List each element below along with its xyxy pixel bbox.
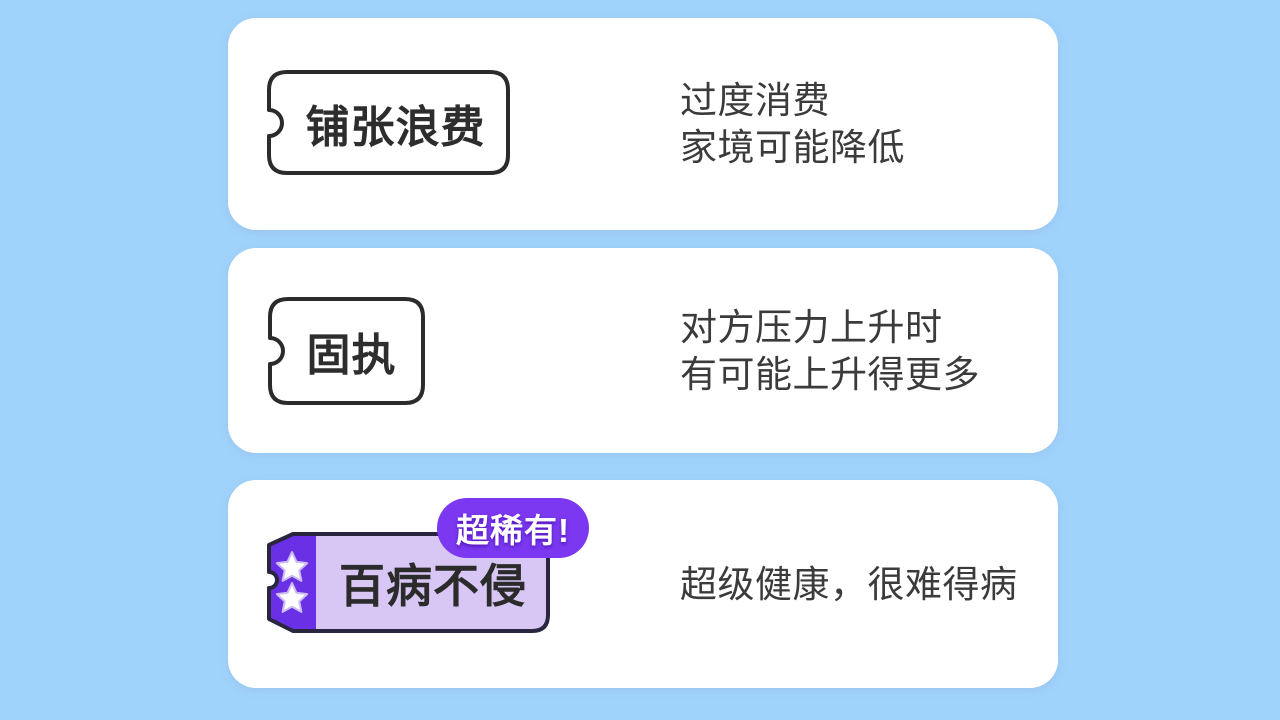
star-icon <box>275 551 309 582</box>
trait-ticket-rare: 百病不侵 <box>267 532 550 633</box>
trait-tag-label: 铺张浪费 <box>305 102 486 152</box>
trait-card-extravagance[interactable]: 铺张浪费 过度消费 家境可能降低 <box>228 18 1058 230</box>
trait-card-immune-to-illness[interactable]: 百病不侵 超稀有! 超级健康，很难得病 <box>228 480 1058 688</box>
description-line: 有可能上升得更多 <box>680 353 980 395</box>
trait-card-stubborn[interactable]: 固执 对方压力上升时 有可能上升得更多 <box>228 248 1058 453</box>
super-rare-badge: 超稀有! <box>437 498 589 558</box>
description-line: 家境可能降低 <box>680 127 905 168</box>
description-line: 超级健康，很难得病 <box>680 563 1018 605</box>
star-icon <box>275 582 309 613</box>
trait-tag-label: 百病不侵 <box>339 559 527 612</box>
trait-ticket: 铺张浪费 <box>267 70 510 175</box>
description-line: 对方压力上升时 <box>680 306 943 348</box>
super-rare-badge-label: 超稀有! <box>456 512 570 549</box>
trait-description: 对方压力上升时 有可能上升得更多 <box>680 248 1038 453</box>
trait-ticket: 固执 <box>268 297 425 405</box>
description-line: 过度消费 <box>680 80 830 121</box>
trait-tag-label: 固执 <box>306 331 397 380</box>
ticket-shape <box>267 532 550 633</box>
trait-description: 超级健康，很难得病 <box>680 480 1038 688</box>
ticket-shape <box>268 297 425 405</box>
ticket-shape <box>267 70 510 175</box>
trait-description: 过度消费 家境可能降低 <box>680 18 1038 230</box>
